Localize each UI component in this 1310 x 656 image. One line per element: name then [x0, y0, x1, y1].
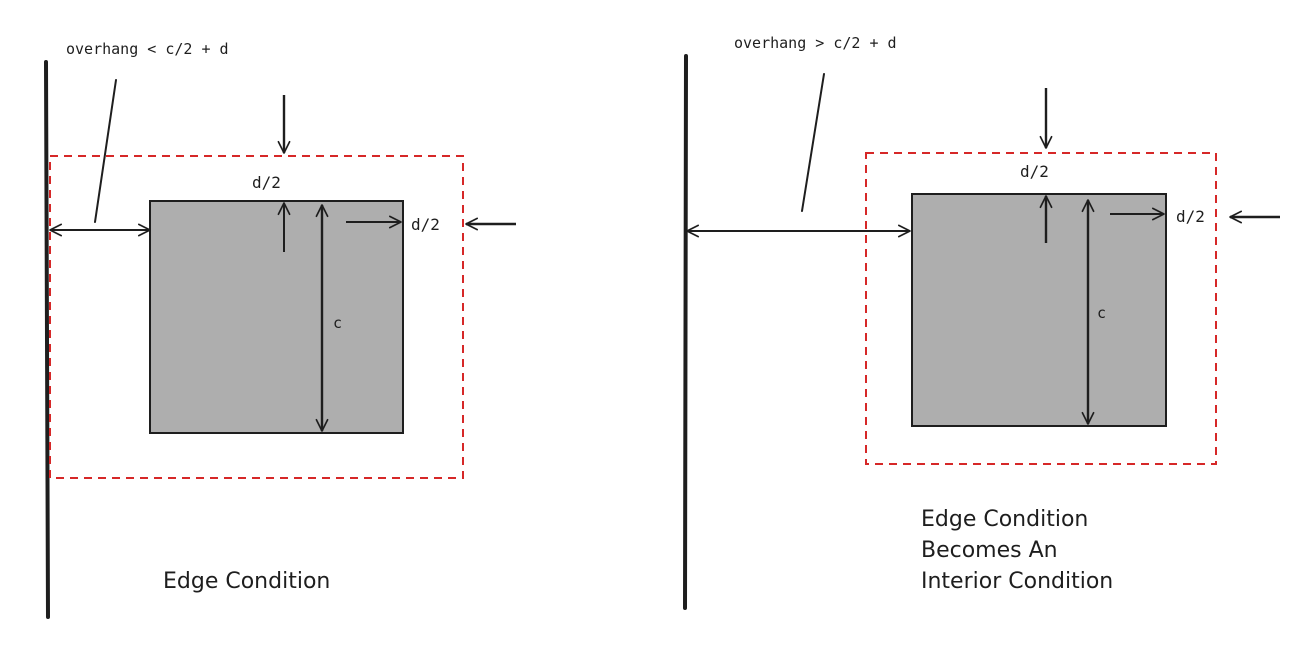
panel-edge-condition: overhang < c/2 + d d/2 d/2 c Edge Condit… [44, 40, 516, 619]
side-d2-label: d/2 [411, 215, 440, 234]
top-d2-label: d/2 [1020, 162, 1049, 181]
caption: Edge Condition Becomes An Interior Condi… [921, 507, 1113, 594]
slab-edge-line [44, 60, 50, 619]
top-d2-label: d/2 [252, 173, 281, 192]
column-label: c [333, 314, 342, 332]
critical-perimeter [865, 152, 1217, 465]
panel-interior-condition: overhang > c/2 + d d/2 d/2 c Edge Condit… [683, 34, 1280, 610]
caption-line: Interior Condition [921, 569, 1113, 594]
caption: Edge Condition [163, 569, 330, 594]
column-label: c [1097, 304, 1106, 322]
overhang-leader-line [801, 73, 825, 212]
overhang-label: overhang < c/2 + d [66, 40, 229, 58]
caption-line: Edge Condition [163, 569, 330, 594]
column [149, 200, 404, 434]
critical-perimeter [49, 155, 464, 479]
overhang-label: overhang > c/2 + d [734, 34, 897, 52]
side-d2-label: d/2 [1176, 207, 1205, 226]
overhang-leader-line [94, 79, 117, 223]
caption-line: Edge Condition [921, 507, 1088, 532]
column [911, 193, 1167, 427]
caption-line: Becomes An [921, 538, 1058, 563]
slab-edge-line [683, 54, 688, 610]
